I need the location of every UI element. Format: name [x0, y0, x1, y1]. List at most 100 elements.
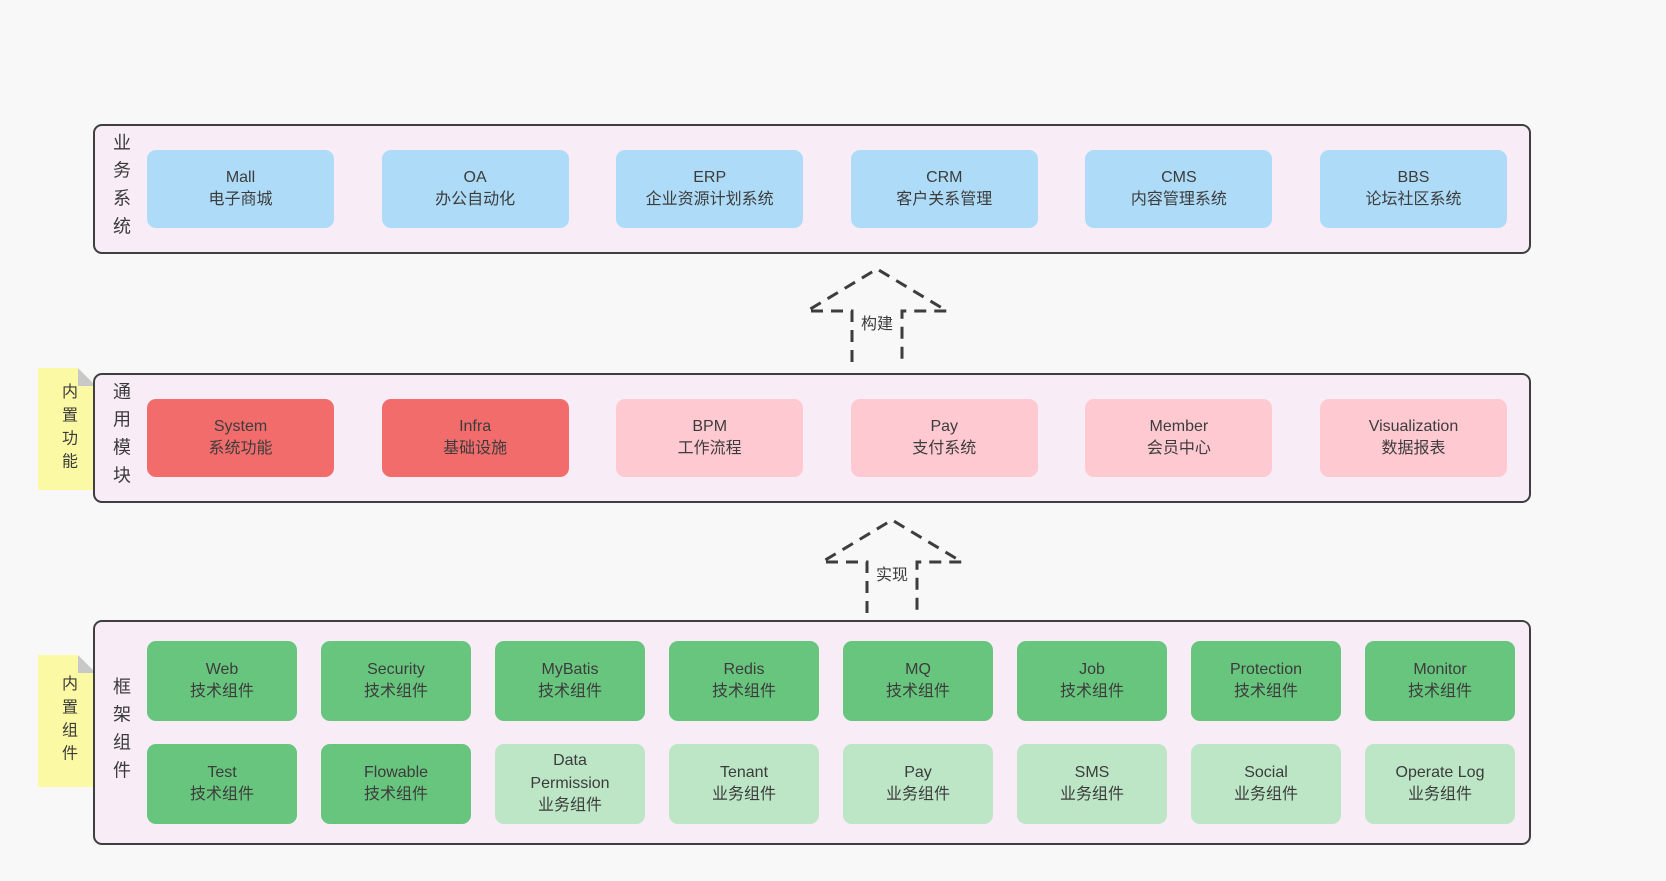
node-subtitle: 会员中心: [1146, 440, 1211, 457]
node-subtitle: 论坛社区系统: [1365, 191, 1462, 208]
node-subtitle: 技术组件: [363, 683, 428, 700]
node-pay-system: Pay 支付系统: [850, 399, 1038, 477]
sticky-tab-built-in-features: 内置功能: [38, 368, 96, 490]
node-title: CMS: [1161, 168, 1197, 186]
node-social: Social 业务组件: [1191, 744, 1341, 824]
node-subtitle: 企业资源计划系统: [645, 191, 774, 208]
node-subtitle: 业务组件: [537, 797, 602, 815]
node-tenant: Tenant 业务组件: [669, 744, 819, 824]
sticky-tab-label: 内置功能: [59, 382, 76, 476]
node-subtitle: 技术组件: [885, 683, 950, 700]
node-subtitle: 基础设施: [443, 440, 508, 457]
node-crm: CRM 客户关系管理: [850, 150, 1038, 228]
node-protection: Protection 技术组件: [1191, 641, 1341, 721]
node-redis: Redis 技术组件: [669, 641, 819, 721]
node-subtitle: 技术组件: [537, 683, 602, 700]
node-title: Flowable: [363, 763, 429, 781]
layer-label-text: 通用模块: [111, 382, 131, 494]
node-infra: Infra 基础设施: [381, 399, 569, 477]
layer-label: 通用模块: [95, 375, 147, 501]
node-subtitle: 技术组件: [363, 786, 428, 803]
node-bbs: BBS 论坛社区系统: [1319, 150, 1507, 228]
node-visualization: Visualization 数据报表: [1319, 399, 1507, 477]
node-system: System 系统功能: [147, 399, 334, 477]
node-title: Social: [1244, 763, 1288, 781]
node-title: Test: [207, 763, 237, 781]
node-title: Operate Log: [1395, 763, 1485, 781]
node-operate-log: Operate Log 业务组件: [1365, 744, 1515, 824]
node-title: System: [213, 417, 268, 435]
node-erp: ERP 企业资源计划系统: [616, 150, 804, 228]
node-flowable: Flowable 技术组件: [321, 744, 471, 824]
layer-label-text: 框架组件: [111, 676, 131, 789]
framework-row-tech: Web 技术组件 Security 技术组件 MyBatis 技术组件 Redi…: [147, 641, 1515, 721]
layer-framework-components: 框架组件 Web 技术组件 Security 技术组件 MyBatis 技术组件…: [93, 620, 1531, 845]
node-title: Infra: [459, 417, 492, 435]
node-web: Web 技术组件: [147, 641, 297, 721]
node-title: ERP: [693, 168, 727, 186]
node-subtitle: 系统功能: [208, 440, 273, 457]
dashed-up-arrow-build-icon: [802, 267, 952, 362]
node-subtitle: 业务组件: [1233, 786, 1298, 803]
node-title: Security: [367, 660, 425, 678]
node-title: Pay: [930, 417, 959, 435]
sticky-tab-built-in-components: 内置组件: [38, 655, 96, 787]
node-title: Visualization: [1368, 417, 1459, 435]
node-title: SMS: [1074, 763, 1110, 781]
node-title: MyBatis: [541, 660, 599, 678]
node-subtitle: 办公自动化: [435, 191, 516, 208]
node-title: Tenant: [719, 763, 769, 781]
node-title: Pay: [904, 763, 932, 781]
node-title: Job: [1079, 660, 1105, 678]
node-subtitle: 工作流程: [677, 440, 742, 457]
node-title: Mall: [225, 168, 256, 186]
node-title: CRM: [926, 168, 963, 186]
node-pay-biz: Pay 业务组件: [843, 744, 993, 824]
node-monitor: Monitor 技术组件: [1365, 641, 1515, 721]
node-mall: Mall 电子商城: [147, 150, 334, 228]
node-subtitle: 内容管理系统: [1130, 191, 1227, 208]
node-subtitle: 数据报表: [1381, 440, 1446, 457]
node-subtitle: 业务组件: [885, 786, 950, 803]
layer-label-text: 业务系统: [111, 133, 131, 245]
node-security: Security 技术组件: [321, 641, 471, 721]
node-title: Redis: [723, 660, 765, 678]
node-subtitle: 支付系统: [912, 440, 977, 457]
node-subtitle: 技术组件: [189, 683, 254, 700]
node-subtitle: 业务组件: [1407, 786, 1472, 803]
node-title: Protection: [1229, 660, 1303, 678]
module-boxes: System 系统功能 Infra 基础设施 BPM 工作流程 Pay 支付系统…: [147, 375, 1529, 501]
node-data-permission: Data Permission 业务组件: [495, 744, 645, 824]
node-title: Monitor: [1413, 660, 1467, 678]
sticky-tab-label: 内置组件: [59, 674, 76, 768]
node-job: Job 技术组件: [1017, 641, 1167, 721]
node-title: BBS: [1397, 168, 1430, 186]
layer-label: 框架组件: [95, 622, 147, 843]
node-title: BPM: [692, 417, 728, 435]
build-arrow-label: 构建: [857, 309, 897, 335]
layer-business-systems: 业务系统 Mall 电子商城 OA 办公自动化 ERP 企业资源计划系统 CRM…: [93, 124, 1531, 254]
node-mq: MQ 技术组件: [843, 641, 993, 721]
node-subtitle: 技术组件: [1233, 683, 1298, 700]
node-title: MQ: [905, 660, 931, 678]
node-subtitle: 客户关系管理: [896, 191, 993, 208]
implement-arrow-label: 实现: [872, 560, 912, 586]
node-title: Data Permission: [530, 752, 610, 792]
node-bpm: BPM 工作流程: [616, 399, 804, 477]
dashed-up-arrow-implement-icon: [817, 518, 967, 613]
node-member: Member 会员中心: [1085, 399, 1273, 477]
node-subtitle: 技术组件: [711, 683, 776, 700]
node-subtitle: 电子商城: [208, 191, 273, 208]
node-subtitle: 业务组件: [711, 786, 776, 803]
node-title: Member: [1149, 417, 1209, 435]
node-subtitle: 业务组件: [1059, 786, 1124, 803]
node-subtitle: 技术组件: [189, 786, 254, 803]
framework-row-biz: Test 技术组件 Flowable 技术组件 Data Permission …: [147, 744, 1515, 824]
node-title: OA: [463, 168, 487, 186]
business-boxes: Mall 电子商城 OA 办公自动化 ERP 企业资源计划系统 CRM 客户关系…: [147, 126, 1529, 252]
node-title: Web: [205, 660, 239, 678]
framework-boxes: Web 技术组件 Security 技术组件 MyBatis 技术组件 Redi…: [147, 622, 1529, 843]
node-oa: OA 办公自动化: [381, 150, 569, 228]
node-subtitle: 技术组件: [1407, 683, 1472, 700]
